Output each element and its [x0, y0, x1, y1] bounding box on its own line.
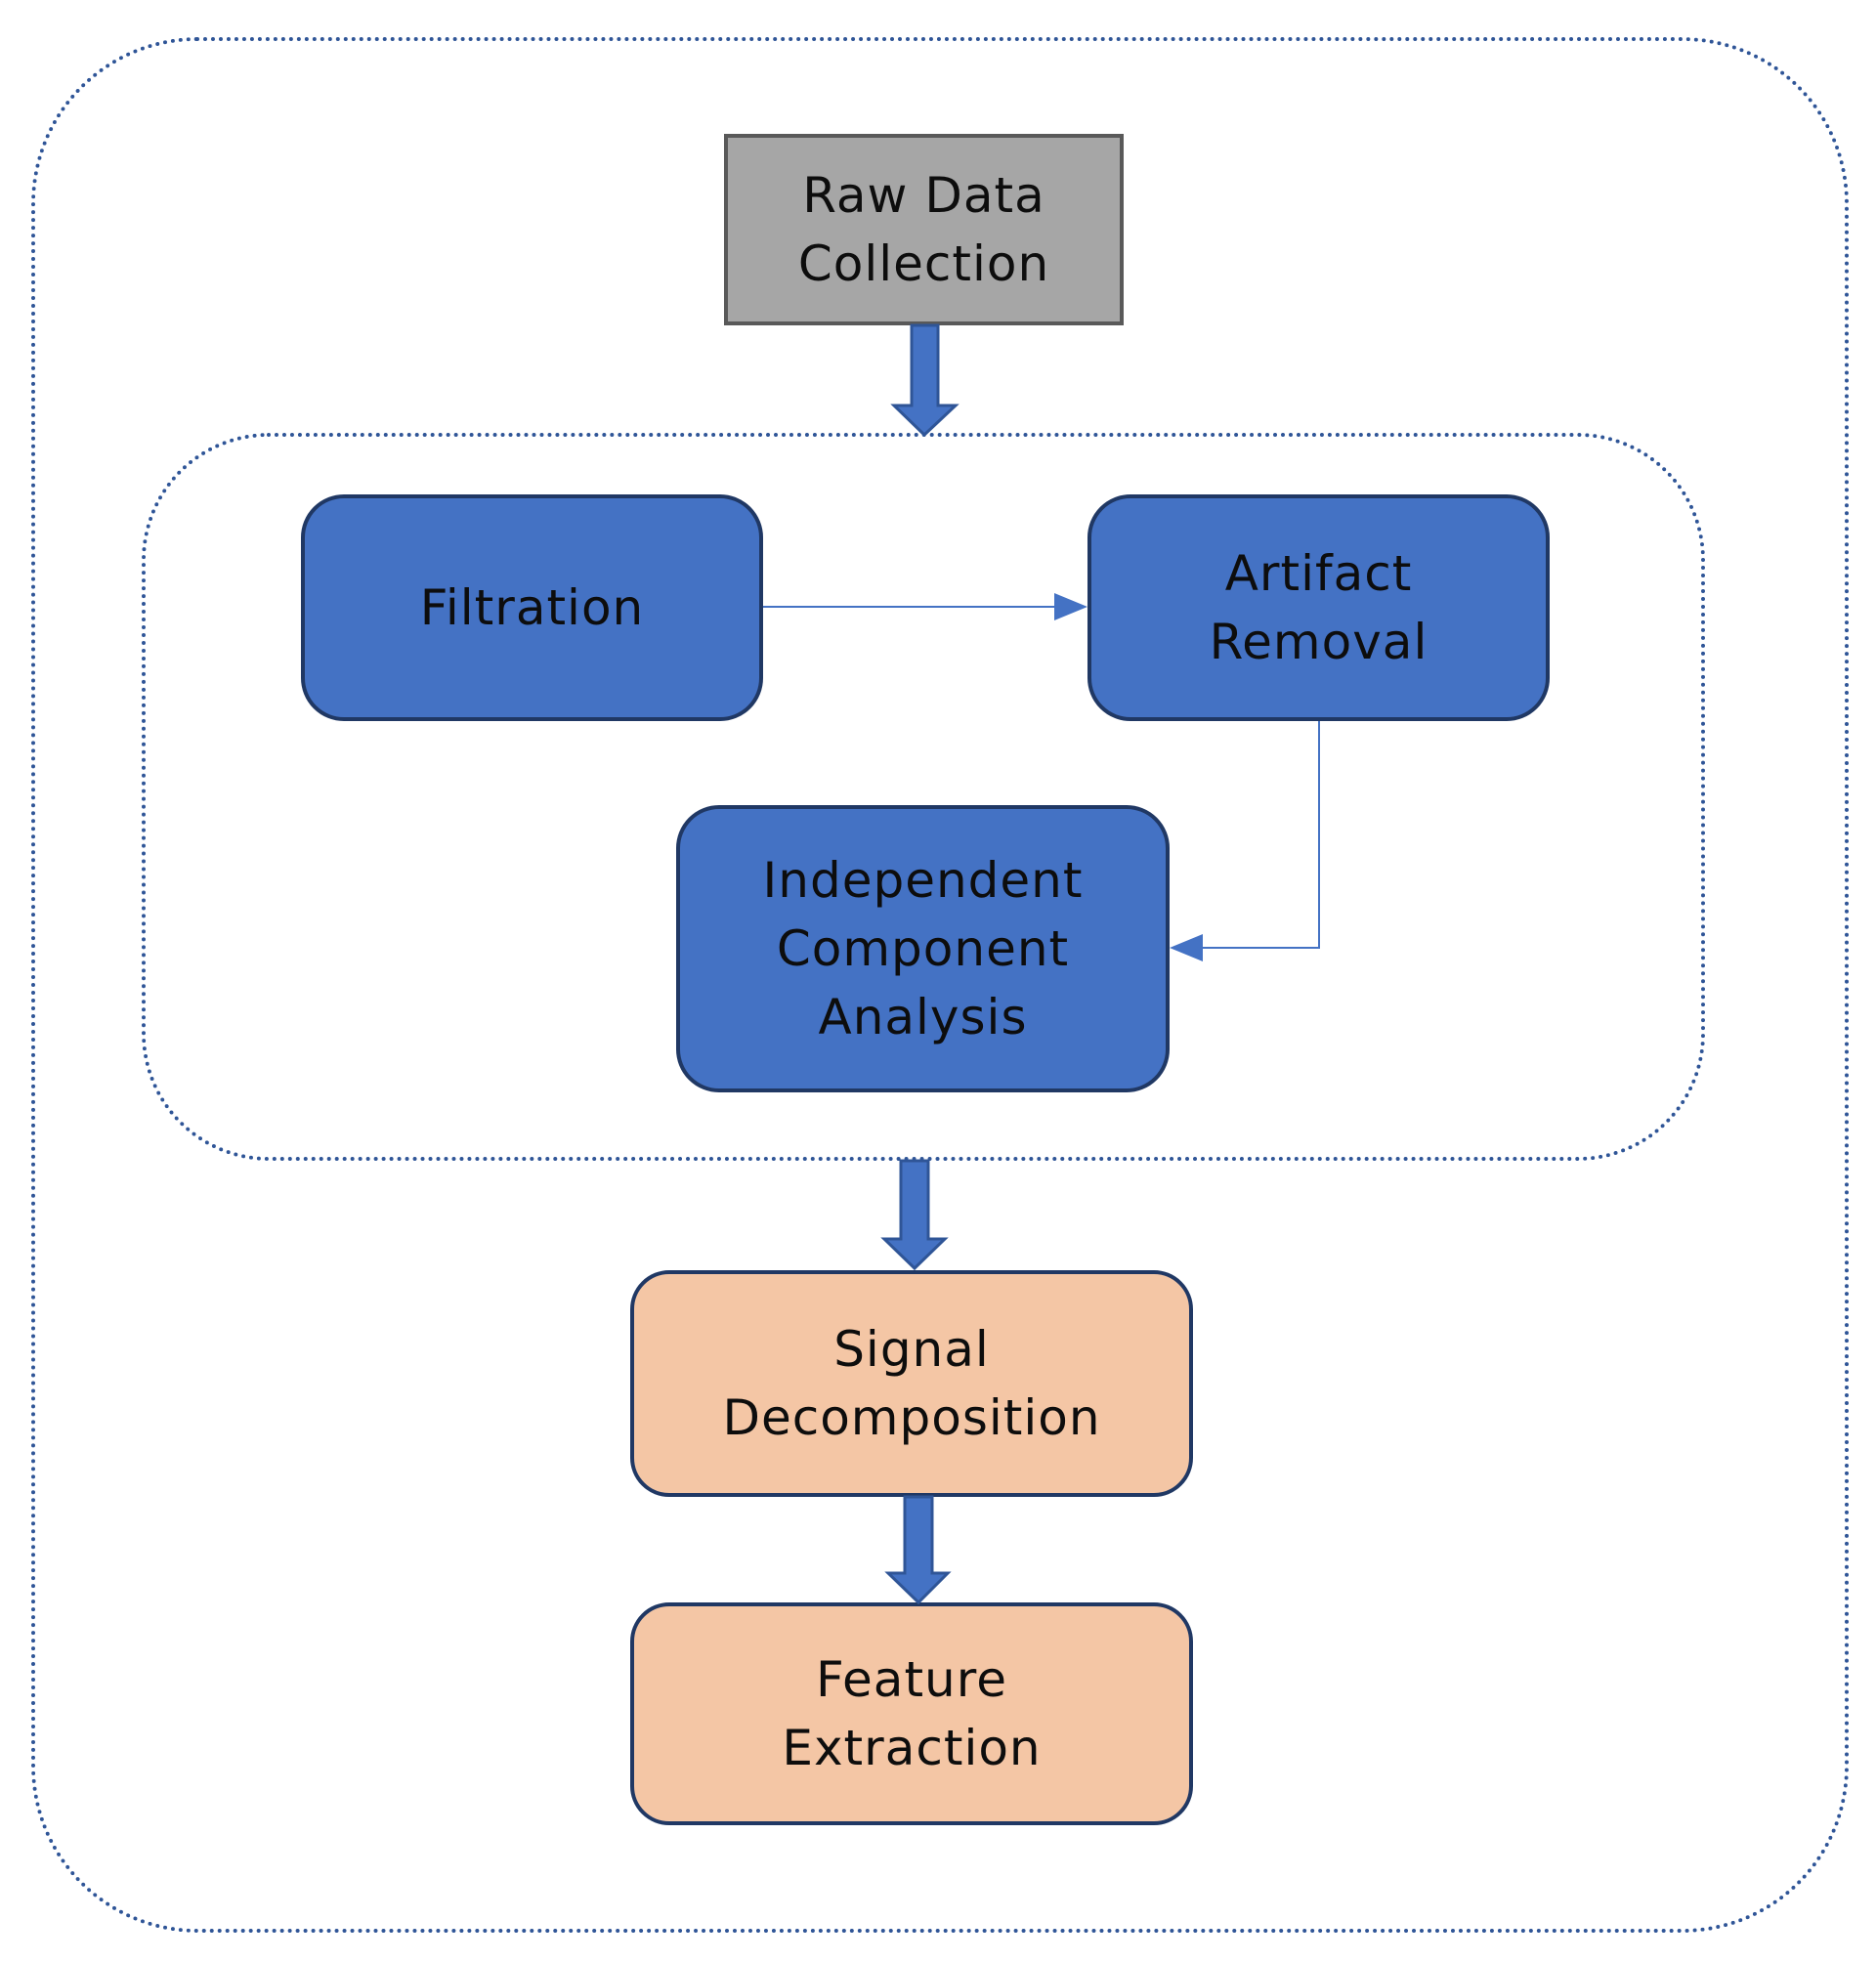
- outer-dotted-container: [31, 37, 1849, 1933]
- ica-node-line-2: Component: [776, 920, 1070, 977]
- filtration-node-label: Filtration: [419, 579, 645, 636]
- feature-node-line-2: Extraction: [782, 1720, 1042, 1776]
- raw-data-collection-node: Raw Data Collection: [724, 134, 1124, 325]
- filtration-node: Filtration: [301, 494, 763, 721]
- artifact-node-line-1: Artifact: [1224, 545, 1413, 602]
- signal-node-line-1: Signal: [833, 1321, 990, 1378]
- signal-node-line-2: Decomposition: [722, 1389, 1101, 1446]
- artifact-node-line-2: Removal: [1209, 614, 1428, 670]
- independent-component-analysis-node: Independent Component Analysis: [676, 805, 1170, 1092]
- feature-extraction-node: Feature Extraction: [630, 1602, 1193, 1825]
- raw-node-line-1: Raw Data: [802, 167, 1045, 224]
- ica-node-line-3: Analysis: [818, 989, 1028, 1045]
- artifact-removal-node: Artifact Removal: [1087, 494, 1550, 721]
- signal-decomposition-node: Signal Decomposition: [630, 1270, 1193, 1497]
- raw-node-line-2: Collection: [797, 235, 1050, 292]
- feature-node-line-1: Feature: [816, 1651, 1007, 1708]
- ica-node-line-1: Independent: [762, 852, 1084, 909]
